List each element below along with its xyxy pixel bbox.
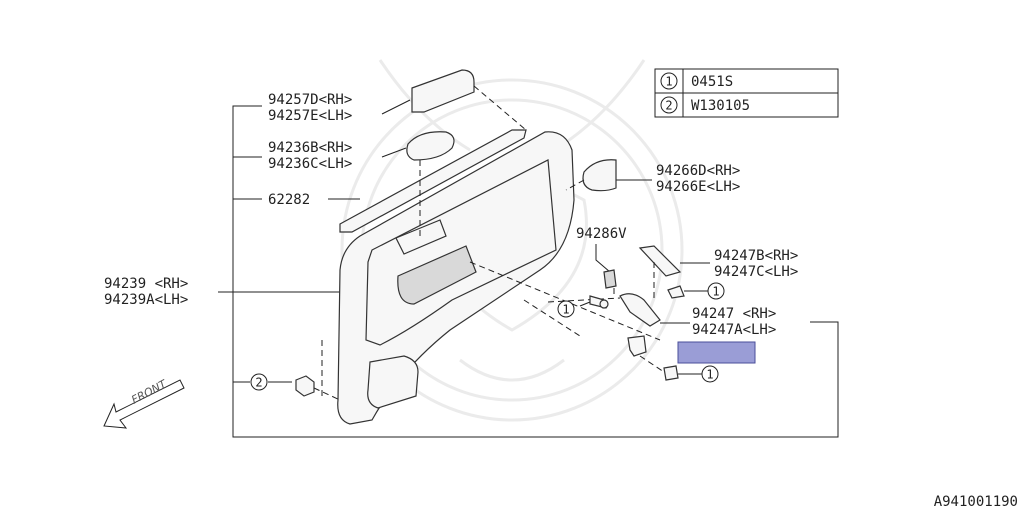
pull-handle-bracket[interactable] xyxy=(619,293,661,327)
fastener-mark-2 xyxy=(250,373,268,391)
legend-mark-1 xyxy=(660,72,678,90)
callout-94236-lh: 94236C<LH> xyxy=(268,156,352,172)
legend-row-2: 2 W130105 xyxy=(660,96,750,114)
fastener-mark-1-left-text: 1 xyxy=(562,303,569,317)
screw-icon[interactable] xyxy=(667,285,708,299)
fastener-mark-1-upper xyxy=(707,282,725,300)
clip-icon[interactable] xyxy=(603,269,617,289)
assembly-lines xyxy=(313,85,665,401)
callout-94266-rh: 94266D<RH> xyxy=(656,163,740,179)
callout-94257-lh: 94257E<LH> xyxy=(268,108,352,124)
legend-code-1: 0451S xyxy=(691,74,733,90)
fastener-mark-2-text: 2 xyxy=(255,376,262,390)
callout-94247b-rh: 94247B<RH> xyxy=(714,248,798,264)
legend-mark-2-text: 2 xyxy=(665,99,672,113)
callout-94266-lh: 94266E<LH> xyxy=(656,179,740,195)
highlight-box[interactable] xyxy=(677,341,756,364)
callout-94239-lh: 94239A<LH> xyxy=(104,292,188,308)
armrest-cap[interactable] xyxy=(411,69,475,113)
fastener-mark-1-lower-text: 1 xyxy=(706,368,713,382)
screw-icon[interactable] xyxy=(663,365,702,381)
callout-94247-lh: 94247A<LH> xyxy=(692,322,776,338)
legend-mark-2 xyxy=(660,96,678,114)
callout-94257-rh: 94257D<RH> xyxy=(268,92,352,108)
switch-panel[interactable] xyxy=(582,159,617,192)
fastener-mark-1-left xyxy=(557,300,575,318)
lower-bracket[interactable] xyxy=(627,335,647,357)
front-arrow-icon xyxy=(103,379,185,429)
callout-94247b-lh: 94247C<LH> xyxy=(714,264,798,280)
door-trim-panel[interactable] xyxy=(337,131,575,425)
callout-94247-rh: 94247 <RH> xyxy=(692,306,776,322)
clip-icon[interactable] xyxy=(295,375,315,397)
diagram-id: A941001190 xyxy=(934,494,1018,510)
fastener-mark-1-lower xyxy=(701,365,719,383)
belt-molding-strip[interactable] xyxy=(339,129,527,233)
legend-code-2: W130105 xyxy=(691,98,750,114)
legend-mark-1-text: 1 xyxy=(665,75,672,89)
legend-row-1: 1 0451S xyxy=(660,72,733,90)
fastener-mark-1-upper-text: 1 xyxy=(712,285,719,299)
front-label: FRONT xyxy=(129,377,169,407)
left-bracket xyxy=(218,105,839,438)
screw-icon[interactable] xyxy=(579,295,609,309)
callout-62282: 62282 xyxy=(268,192,310,208)
handle-escutcheon[interactable] xyxy=(406,131,455,161)
legend-table: 1 0451S 2 W130105 xyxy=(654,68,839,118)
callout-94286v: 94286V xyxy=(576,226,627,242)
pull-handle-cover[interactable] xyxy=(638,245,682,277)
callout-94236-rh: 94236B<RH> xyxy=(268,140,352,156)
callout-94239-rh: 94239 <RH> xyxy=(104,276,188,292)
